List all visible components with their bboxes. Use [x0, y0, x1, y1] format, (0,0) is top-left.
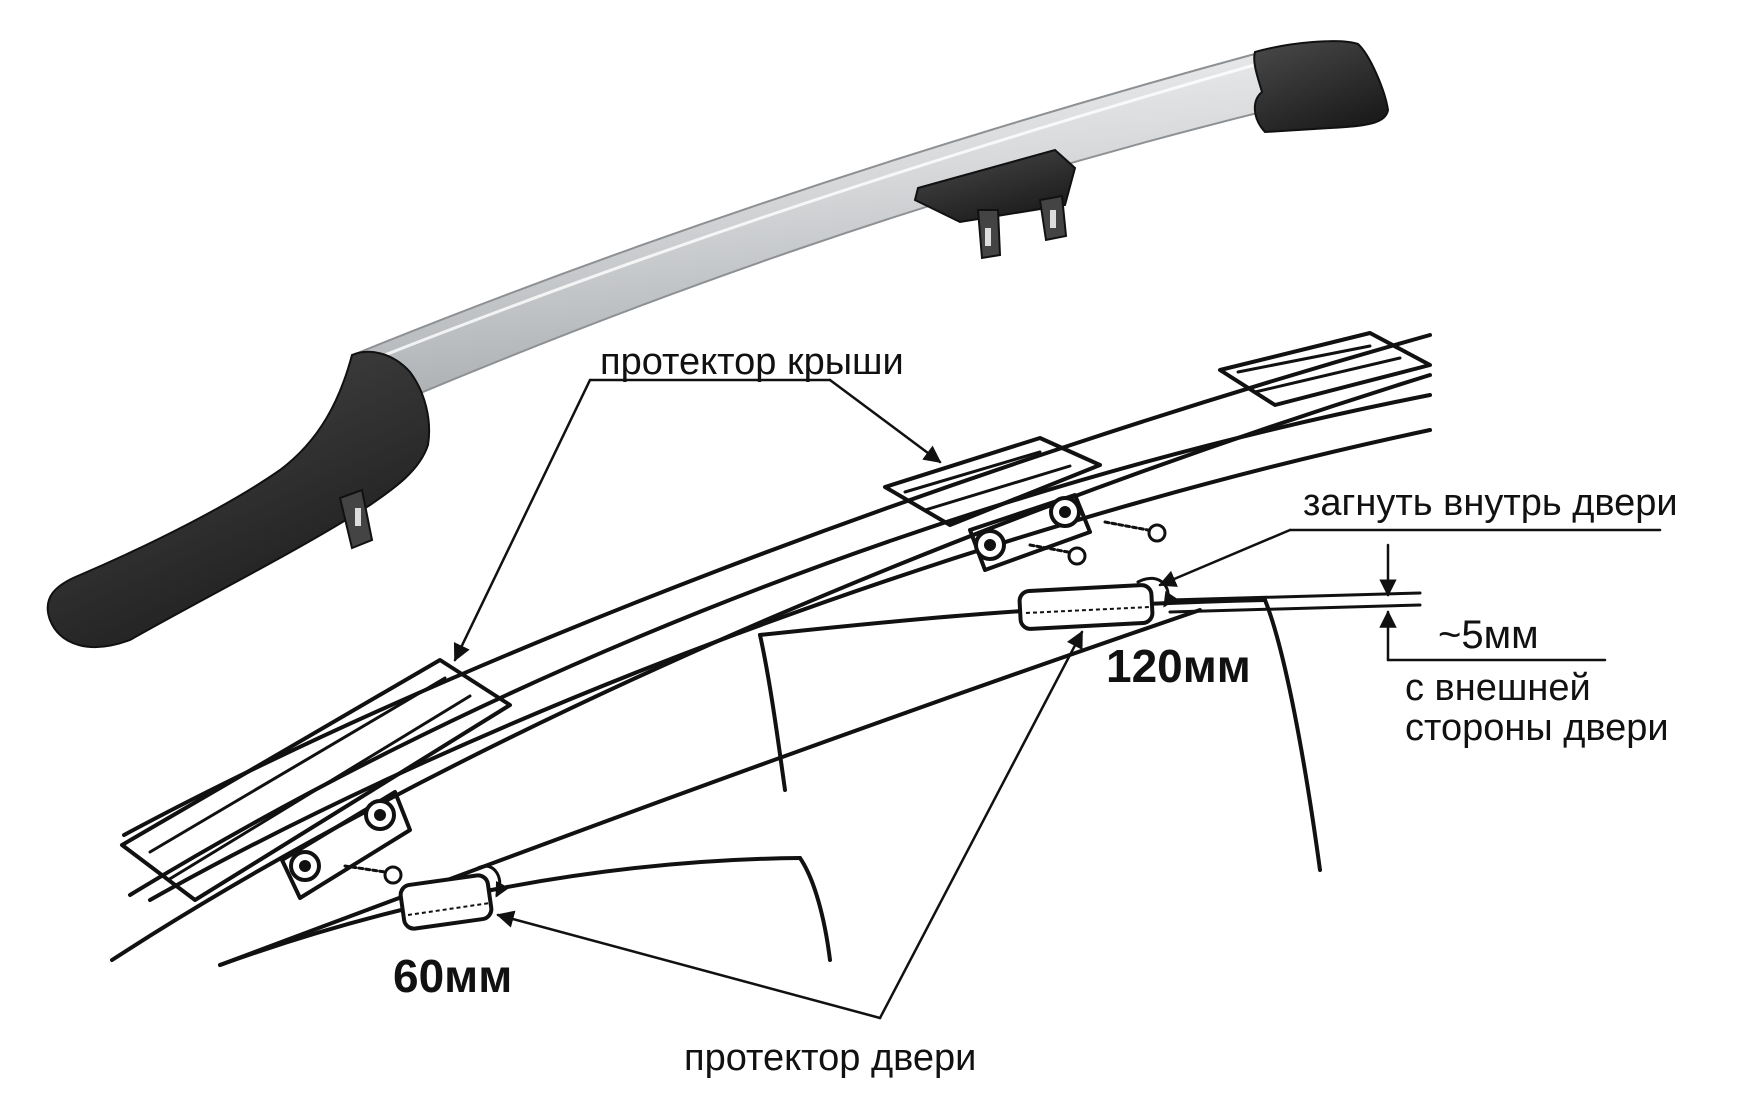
rear-protector-length: 120мм: [1106, 640, 1251, 692]
mounting-brackets: [280, 493, 1167, 900]
car-roof-drawing: [110, 333, 1432, 967]
door-protector-front: [398, 873, 494, 931]
outer-side-label-1: с внешней: [1405, 667, 1591, 709]
roof-protector-label: протектор крыши: [600, 341, 904, 383]
roof-protector-pads: [120, 331, 1432, 902]
rail-line-lower: [148, 428, 1432, 902]
roof-rail-illustration: [46, 40, 1390, 648]
rear-door-top: [758, 598, 1267, 637]
door-protector-rear: [1017, 583, 1155, 631]
rail-line-upper: [122, 333, 1432, 837]
door-protector-label: протектор двери: [684, 1037, 976, 1079]
roof-line-2: [128, 393, 1432, 897]
bolt-icon: [289, 496, 1081, 882]
screw-icon: [343, 520, 1167, 885]
front-door-edge: [798, 856, 832, 962]
gap-label: ~5мм: [1438, 613, 1539, 657]
body-curve: [218, 608, 1202, 967]
rail-front-cap: [46, 350, 431, 648]
door-protectors: [398, 576, 1178, 931]
rail-middle-foot: [913, 148, 1077, 260]
rear-door-edge-right: [1263, 598, 1322, 872]
leader-arrows: [453, 378, 1662, 1020]
rear-door-edge-left: [758, 633, 787, 792]
fold-inside-label: загнуть внутрь двери: [1303, 482, 1678, 524]
outer-side-label-2: стороны двери: [1405, 707, 1669, 749]
rail-rear-cap: [1253, 40, 1390, 134]
front-protector-length: 60мм: [393, 950, 512, 1002]
